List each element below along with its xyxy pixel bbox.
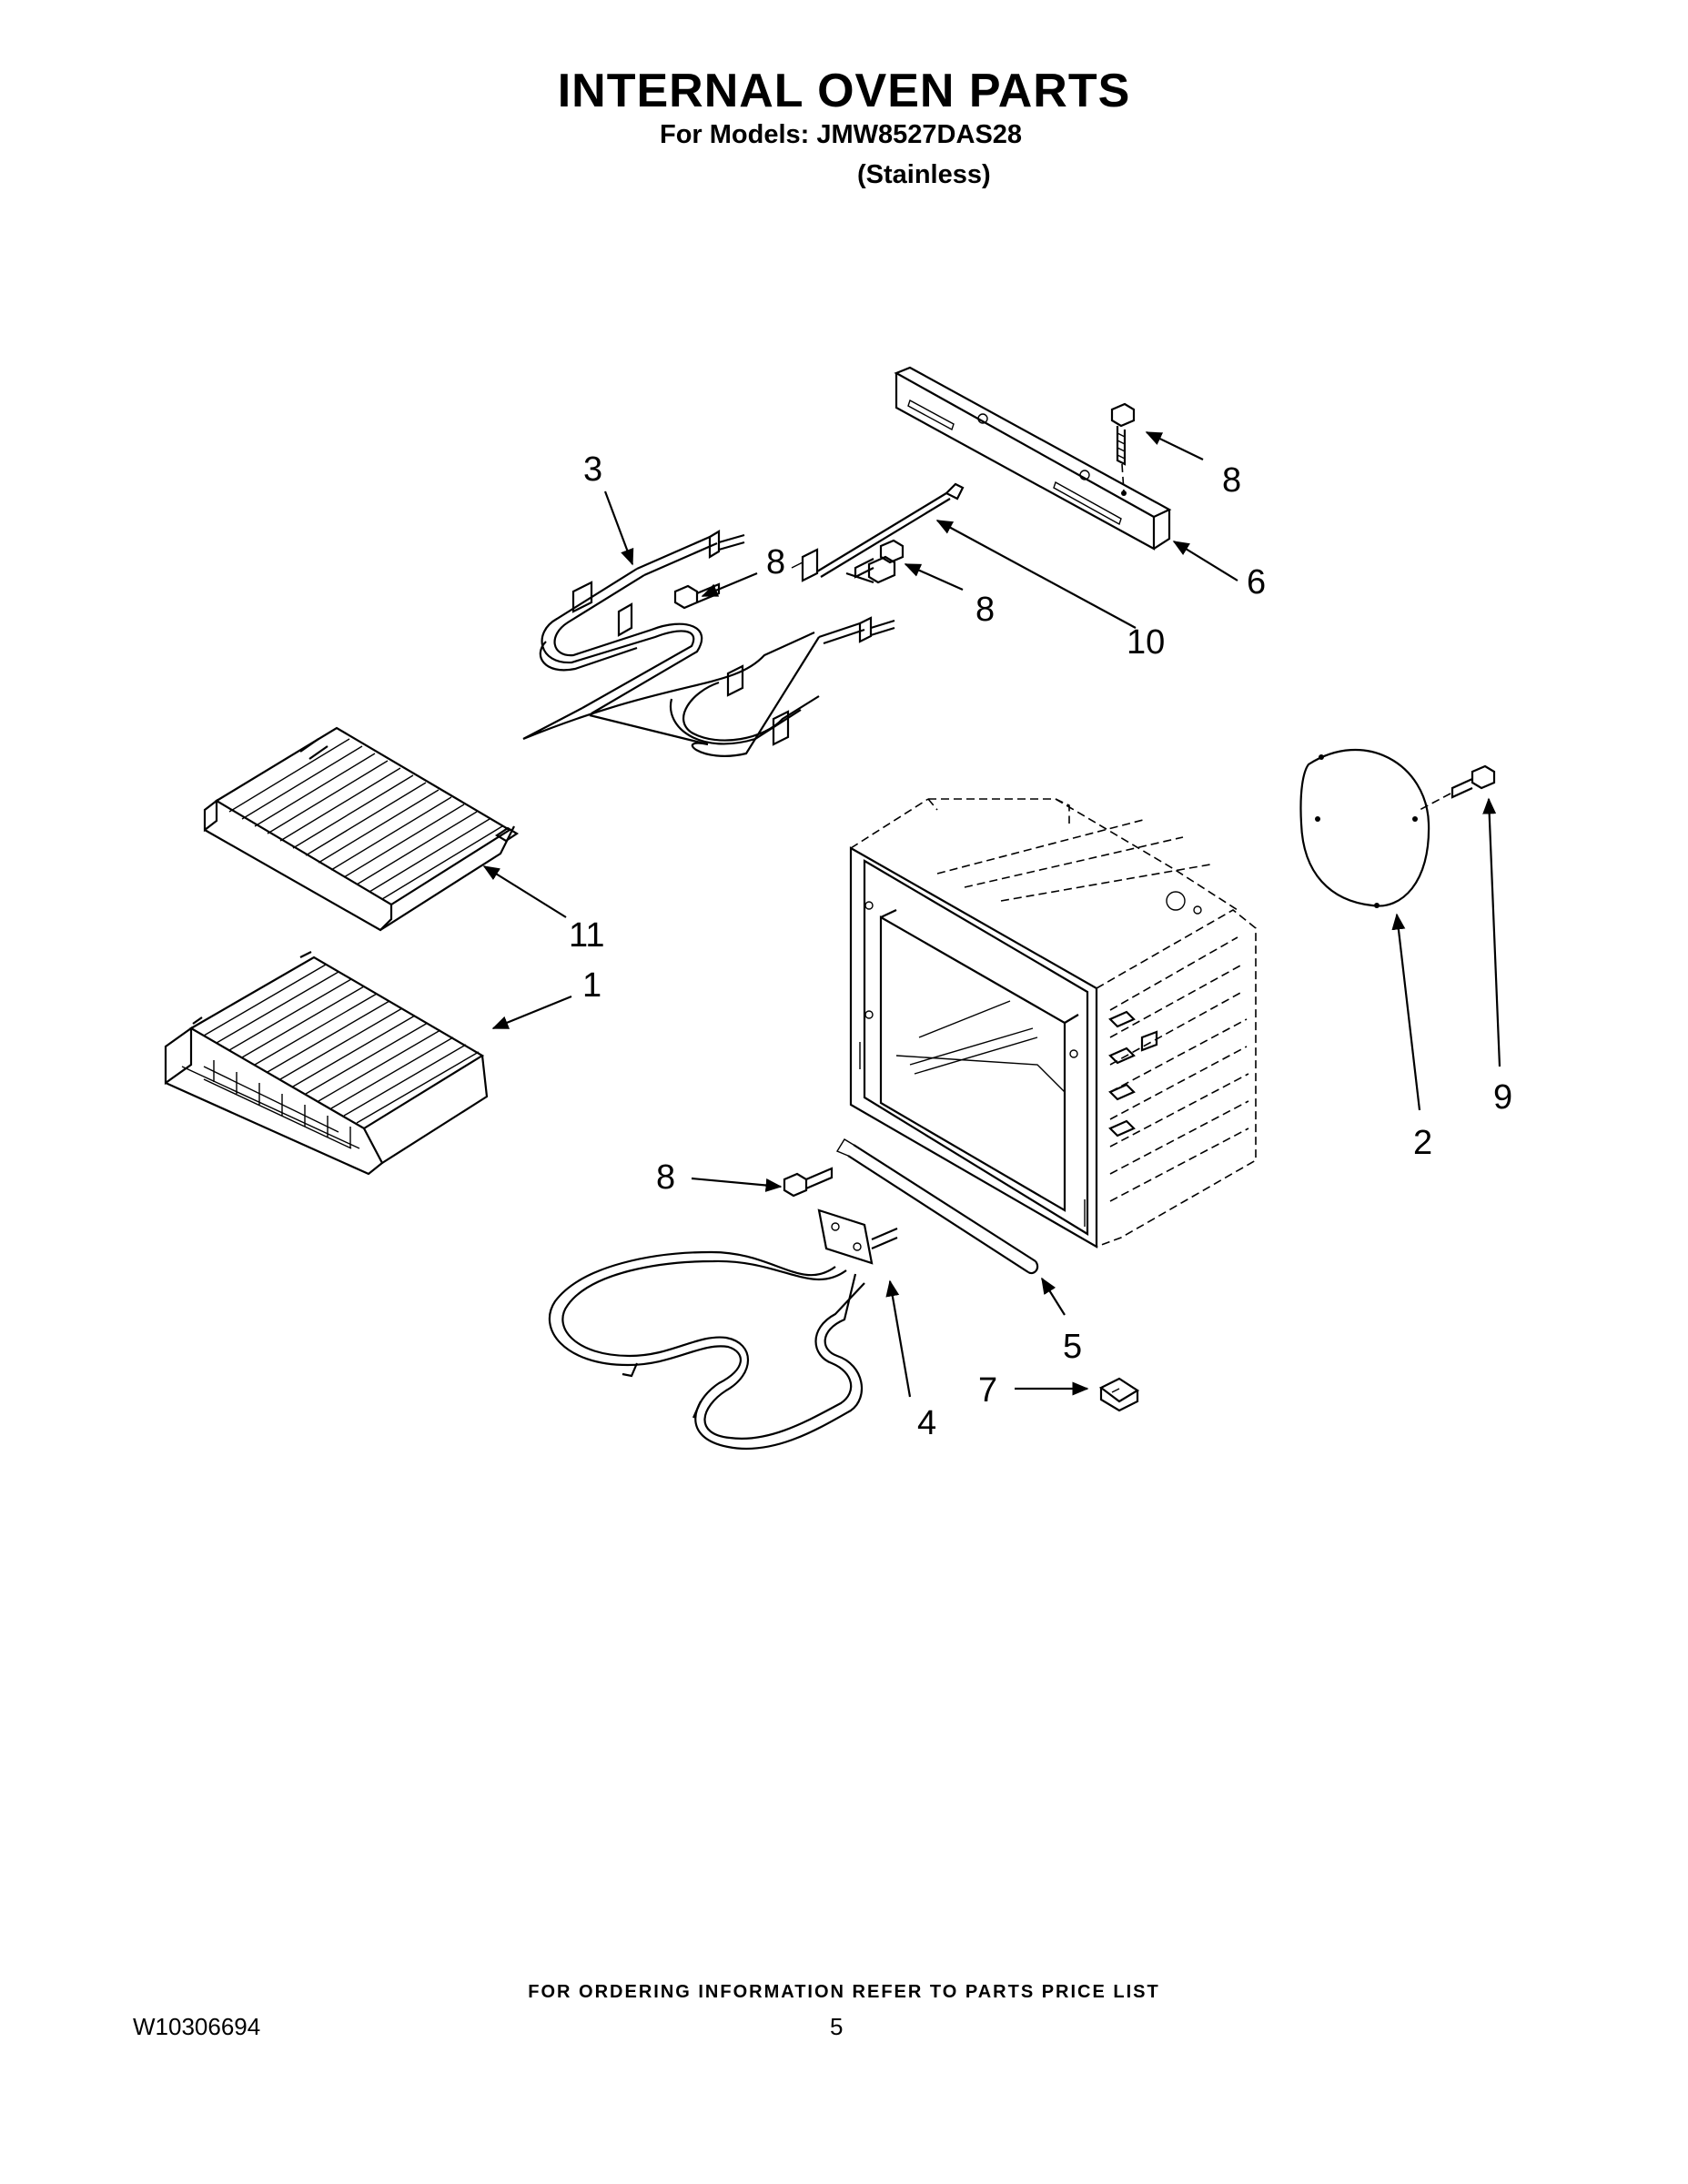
page-title: INTERNAL OVEN PARTS: [557, 65, 1131, 117]
page-number: 5: [830, 2013, 844, 2040]
clip-part: [1098, 1377, 1140, 1412]
callout-8-mid-left: 8: [766, 543, 785, 581]
screw-mid-left-part: [673, 582, 721, 610]
arrow-11: [482, 865, 567, 918]
arrow-8-top: [1145, 431, 1204, 460]
callout-4: 4: [917, 1404, 936, 1442]
callout-8-lower: 8: [656, 1158, 675, 1197]
ordering-note: FOR ORDERING INFORMATION REFER TO PARTS …: [528, 1982, 1160, 2002]
tube-part: [835, 1138, 1039, 1275]
arrow-6: [1172, 541, 1238, 581]
screw-lower-part: [783, 1167, 834, 1198]
screw-right-part: [1419, 764, 1496, 811]
cover-plate-part: [1299, 748, 1430, 908]
document-number: W10306694: [133, 2013, 261, 2040]
bake-element-part: [548, 1208, 898, 1451]
arrow-1: [491, 995, 572, 1030]
upper-oven-rack-part: [203, 726, 520, 932]
arrow-2: [1391, 913, 1421, 1111]
lower-oven-rack-part: [164, 951, 489, 1176]
callout-8-top: 8: [1222, 461, 1241, 500]
arrow-9: [1482, 797, 1501, 1067]
screw-top-part: [1110, 402, 1136, 496]
oven-cavity-part: [849, 798, 1257, 1249]
callout-8-mid-right: 8: [975, 591, 995, 629]
arrow-10: [935, 520, 1137, 629]
callout-6: 6: [1247, 563, 1266, 602]
arrow-8-mid-left: [701, 571, 758, 598]
broil-element-part: [522, 530, 895, 757]
callout-7: 7: [978, 1371, 997, 1410]
arrow-8-mid-right: [904, 562, 964, 592]
callout-labels: 8 6 3 8 8 10 11 1 2 9 8 5 7 4: [569, 450, 1512, 1442]
mounting-bracket-part: [894, 366, 1172, 551]
callout-5: 5: [1063, 1328, 1082, 1366]
callout-9: 9: [1493, 1078, 1512, 1117]
arrow-8-lower: [691, 1177, 783, 1192]
callout-3: 3: [583, 450, 602, 489]
callout-1: 1: [582, 966, 601, 1005]
screw-mid-right-part: [854, 539, 905, 579]
arrow-4: [885, 1279, 912, 1398]
models-line: For Models: JMW8527DAS28: [660, 120, 1023, 149]
temperature-sensor-part: [791, 482, 965, 584]
callout-11: 11: [569, 916, 604, 955]
callout-2: 2: [1413, 1124, 1432, 1162]
finish-line: (Stainless): [857, 160, 991, 189]
arrow-5: [1041, 1277, 1066, 1316]
callout-arrows: [482, 431, 1501, 1398]
arrow-3: [603, 490, 634, 566]
callout-10: 10: [1127, 623, 1165, 662]
